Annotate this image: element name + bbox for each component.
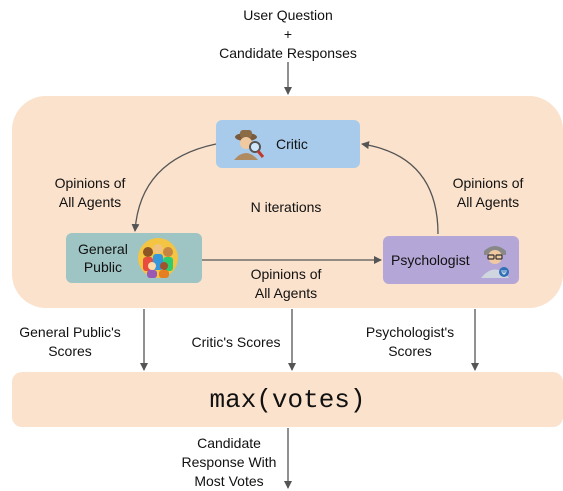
psychologist-label: Psychologist xyxy=(391,252,470,268)
psychologist-scores-label: Psychologist's Scores xyxy=(365,324,455,359)
input-line-1: User Question xyxy=(243,7,333,23)
input-line-2: + xyxy=(283,26,293,42)
output-label: Candidate Response With Most Votes xyxy=(181,435,277,489)
aggregator-label: max(votes) xyxy=(209,384,366,415)
general-public-node: General Public xyxy=(66,233,202,283)
general-public-scores-label: General Public's Scores xyxy=(19,324,121,359)
public-to-psych-label: Opinions of All Agents xyxy=(250,266,322,301)
psychologist-node: Psychologist Ψ xyxy=(383,236,519,284)
psych-to-critic-label: Opinions of All Agents xyxy=(452,175,524,210)
critic-label: Critic xyxy=(276,136,308,152)
input-line-3: Candidate Responses xyxy=(219,45,357,61)
detective-icon xyxy=(234,130,265,160)
input-label: User Question + Candidate Responses xyxy=(188,6,388,63)
psychologist-icon: Ψ xyxy=(480,246,509,278)
critic-to-public-label: Opinions of All Agents xyxy=(54,175,126,210)
general-public-label: General Public xyxy=(78,241,128,275)
svg-text:Ψ: Ψ xyxy=(501,269,507,277)
iterations-label: N iterations xyxy=(250,199,322,215)
critic-scores-label: Critic's Scores xyxy=(191,334,281,350)
aggregator-box: max(votes) xyxy=(12,372,563,427)
critic-node: Critic xyxy=(216,120,360,168)
crowd-icon xyxy=(137,238,178,278)
